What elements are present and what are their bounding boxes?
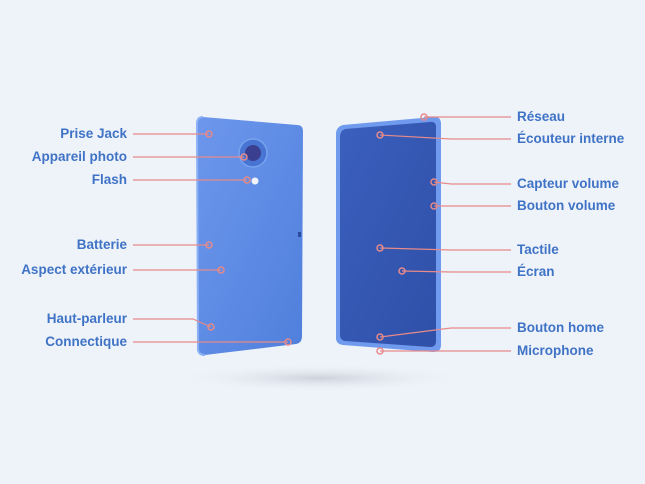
marker-tactile bbox=[376, 244, 384, 252]
marker-microphone bbox=[376, 347, 384, 355]
flash-icon bbox=[251, 177, 259, 185]
label-capteur-volume: Capteur volume bbox=[517, 176, 620, 191]
label-microphone: Microphone bbox=[517, 343, 594, 358]
phone-front-view bbox=[336, 116, 441, 352]
marker-reseau bbox=[420, 113, 428, 121]
marker-ecouteur-interne bbox=[376, 131, 384, 139]
label-ecran: Écran bbox=[517, 264, 555, 279]
marker-batterie bbox=[205, 241, 213, 249]
leader-line-ecran bbox=[401, 270, 511, 273]
leader-line-ecouteur-interne bbox=[379, 134, 511, 140]
marker-haut-parleur bbox=[207, 323, 215, 331]
label-flash: Flash bbox=[91, 172, 127, 187]
leader-line-capteur-volume bbox=[433, 181, 511, 185]
marker-capteur-volume bbox=[430, 178, 438, 186]
marker-prise-jack bbox=[205, 130, 213, 138]
label-aspect-exterieur: Aspect extérieur bbox=[21, 262, 127, 277]
marker-appareil-photo bbox=[240, 153, 248, 161]
label-prise-jack: Prise Jack bbox=[60, 126, 127, 141]
label-batterie: Batterie bbox=[76, 237, 127, 252]
label-bouton-home: Bouton home bbox=[517, 320, 604, 335]
leader-line-tactile bbox=[379, 247, 511, 251]
label-bouton-volume: Bouton volume bbox=[517, 198, 616, 213]
label-appareil-photo: Appareil photo bbox=[31, 149, 127, 164]
marker-connectique bbox=[284, 338, 292, 346]
label-connectique: Connectique bbox=[45, 334, 127, 349]
marker-aspect-exterieur bbox=[217, 266, 225, 274]
leader-line-haut-parleur bbox=[133, 318, 212, 328]
label-tactile: Tactile bbox=[517, 242, 559, 257]
marker-ecran bbox=[398, 267, 406, 275]
marker-bouton-home bbox=[376, 333, 384, 341]
phone-back-view bbox=[195, 116, 303, 356]
marker-bouton-volume bbox=[430, 202, 438, 210]
label-reseau: Réseau bbox=[517, 109, 566, 124]
label-haut-parleur: Haut-parleur bbox=[46, 311, 127, 326]
floor-shadow bbox=[170, 364, 470, 392]
marker-flash bbox=[243, 176, 251, 184]
leader-line-bouton-home bbox=[379, 327, 511, 338]
label-ecouteur-interne: Écouteur interne bbox=[517, 131, 625, 146]
